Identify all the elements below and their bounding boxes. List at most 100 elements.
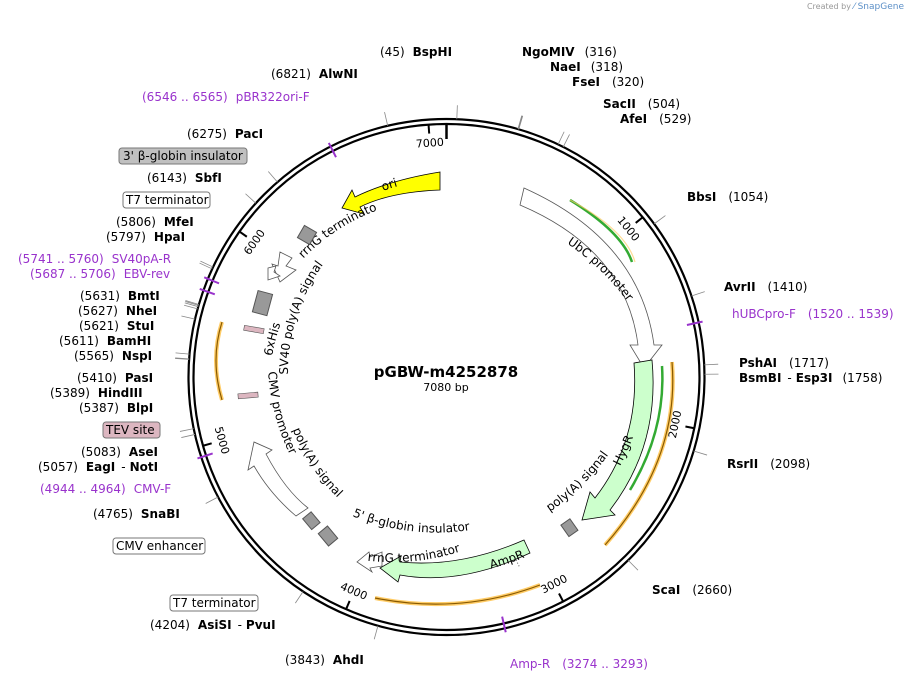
feature-ori-label: ori	[379, 176, 398, 194]
site-line-avrii	[691, 291, 705, 297]
site-line-blpi	[175, 358, 190, 360]
site-line-scai	[627, 559, 639, 571]
site-line-asei	[179, 428, 194, 432]
label-3-beta-globin[interactable]: 3' β-globin insulator	[123, 149, 243, 163]
site-sacii[interactable]: SacII(504)	[603, 97, 680, 111]
site-bbsi[interactable]: BbsI(1054)	[687, 190, 768, 204]
primer-ebv-rev[interactable]: (5687 .. 5706)EBV-rev	[30, 267, 170, 281]
site-mfei[interactable]: (5806)MfeI	[116, 215, 194, 229]
site-leader-lines	[175, 105, 719, 640]
site-line-ngomiv	[517, 115, 523, 130]
feature-polya-2-label: poly(A) signal	[290, 425, 346, 500]
t7-terminator-arrow	[267, 265, 281, 281]
rrng-terminator-arrow-1	[356, 551, 383, 574]
label-cmv-enhancer[interactable]: CMV enhancer	[116, 539, 203, 553]
site-line-alwni	[384, 112, 389, 126]
site-hindiii[interactable]: (5389)HindIII	[50, 386, 143, 400]
primer-mark-amp-r	[501, 616, 507, 633]
polya-box-2	[301, 511, 321, 531]
site-line-bmti	[185, 300, 200, 305]
site-stui[interactable]: (5621)StuI	[79, 319, 154, 333]
site-rsrii[interactable]: RsrII(2098)	[727, 457, 810, 471]
site-ahdi[interactable]: (3843)AhdI	[285, 653, 364, 667]
site-line-hpai	[199, 262, 213, 270]
tick-2000	[685, 425, 695, 430]
primer-mark-sv40pa-r	[203, 276, 220, 285]
insulator-box-3	[296, 224, 318, 246]
site-line-stui	[184, 302, 199, 308]
primer-cmv-f[interactable]: (4944 .. 4964)CMV-F	[40, 482, 171, 496]
primer-sv40pa-r[interactable]: (5741 .. 5760)SV40pA-R	[18, 252, 171, 266]
site-line-rsrii	[693, 450, 708, 456]
tick-7000	[427, 124, 431, 134]
site-blpi[interactable]: (5387)BlpI	[79, 401, 153, 415]
primer-pbr322ori-f[interactable]: (6546 .. 6565)pBR322ori-F	[142, 90, 310, 104]
primer-bind-hygr	[628, 365, 664, 491]
plasmid-size: 7080 bp	[423, 381, 468, 394]
site-line-nhei	[185, 301, 199, 306]
site-naei[interactable]: NaeI(318)	[550, 60, 623, 74]
primer-mark-hubcpro-f	[686, 320, 703, 326]
site-snabi[interactable]: (4765)SnaBI	[93, 507, 180, 521]
site-paci[interactable]: (6275)PacI	[187, 127, 263, 141]
site-bamhi[interactable]: (5611)BamHI	[59, 334, 151, 348]
site-line-pasi	[175, 352, 190, 355]
site-fsei[interactable]: FseI(320)	[572, 75, 644, 89]
site-line-pshai	[704, 363, 719, 366]
site-hpai[interactable]: (5797)HpaI	[106, 230, 185, 244]
site-pshai[interactable]: PshAI(1717)	[739, 356, 829, 370]
site-line-bbsi	[653, 215, 666, 225]
insulator-box-5	[317, 525, 339, 547]
site-ngomiv[interactable]: NgoMIV(316)	[522, 45, 617, 59]
tick-label-5000: 5000	[212, 425, 232, 455]
site-line-sacii	[557, 131, 565, 145]
site-scai[interactable]: ScaI(2660)	[652, 583, 732, 597]
site-sbfi[interactable]: (6143)SbfI	[147, 171, 222, 185]
orf-ampr-line	[374, 584, 541, 605]
site-line-nspi	[181, 315, 196, 320]
primer-amp-r[interactable]: Amp-R(3274 .. 3293)	[510, 657, 648, 671]
primer-mark-cmv-f	[197, 452, 213, 460]
feature-ori: ori	[341, 171, 441, 215]
tick-label-7000: 7000	[415, 136, 444, 151]
label-tev-site[interactable]: TEV site	[105, 423, 155, 437]
tick-3000	[558, 593, 565, 602]
site-alwni[interactable]: (6821)AlwNI	[271, 67, 358, 81]
site-pasi[interactable]: (5410)PasI	[77, 371, 153, 385]
primer-mark-ebv-rev	[199, 288, 216, 296]
boxed-labels: 3' β-globin insulator T7 terminator TEV …	[102, 147, 259, 612]
site-bsmbi[interactable]: BsmBI-Esp3I(1758)	[739, 371, 882, 385]
tev-mark-1	[243, 324, 265, 335]
tick-1000	[635, 216, 644, 224]
site-asei[interactable]: (5083)AseI	[81, 445, 158, 459]
site-bmti[interactable]: (5631)BmtI	[80, 289, 160, 303]
tick-label-6000: 6000	[241, 227, 268, 257]
site-line-mfei	[200, 260, 214, 268]
tick-5000	[202, 442, 212, 447]
tick-6000	[238, 230, 248, 238]
site-nspi[interactable]: (5565)NspI	[74, 349, 152, 363]
polya-box-1	[560, 518, 579, 538]
site-bsphi[interactable]: (45)BspHI	[380, 45, 452, 59]
tick-label-3000: 3000	[539, 572, 570, 596]
site-nhei[interactable]: (5627)NheI	[78, 304, 157, 318]
tick-4000	[345, 600, 351, 610]
feature-cmv-promoter-label: CMV promoter	[265, 371, 300, 456]
label-t7-terminator-top[interactable]: T7 terminator	[125, 193, 209, 207]
feature-beta-globin-5-label: 5' β-globin insulator	[351, 506, 470, 536]
site-line-bamhi	[184, 304, 198, 310]
site-asisi[interactable]: (4204)AsiSI-PvuI	[150, 618, 276, 632]
site-afei[interactable]: AfeI(529)	[620, 112, 691, 126]
label-t7-terminator-bottom[interactable]: T7 terminator	[172, 596, 256, 610]
snapgene-watermark: Created by ⁄ SnapGene	[807, 2, 904, 12]
primer-hubcpro-f[interactable]: hUBCpro-F(1520 .. 1539)	[732, 307, 894, 321]
site-eagi[interactable]: (5057)EagI-NotI	[38, 460, 158, 474]
site-avrii[interactable]: AvrII(1410)	[724, 280, 807, 294]
primer-bind-ubc-outline	[569, 199, 636, 263]
site-line-hindiii	[175, 357, 190, 360]
site-line-sbfi	[245, 193, 257, 204]
watermark-prefix: Created by	[806, 2, 851, 11]
orf-ampr-highlight	[374, 583, 541, 607]
orf-cmv-line	[215, 321, 223, 401]
